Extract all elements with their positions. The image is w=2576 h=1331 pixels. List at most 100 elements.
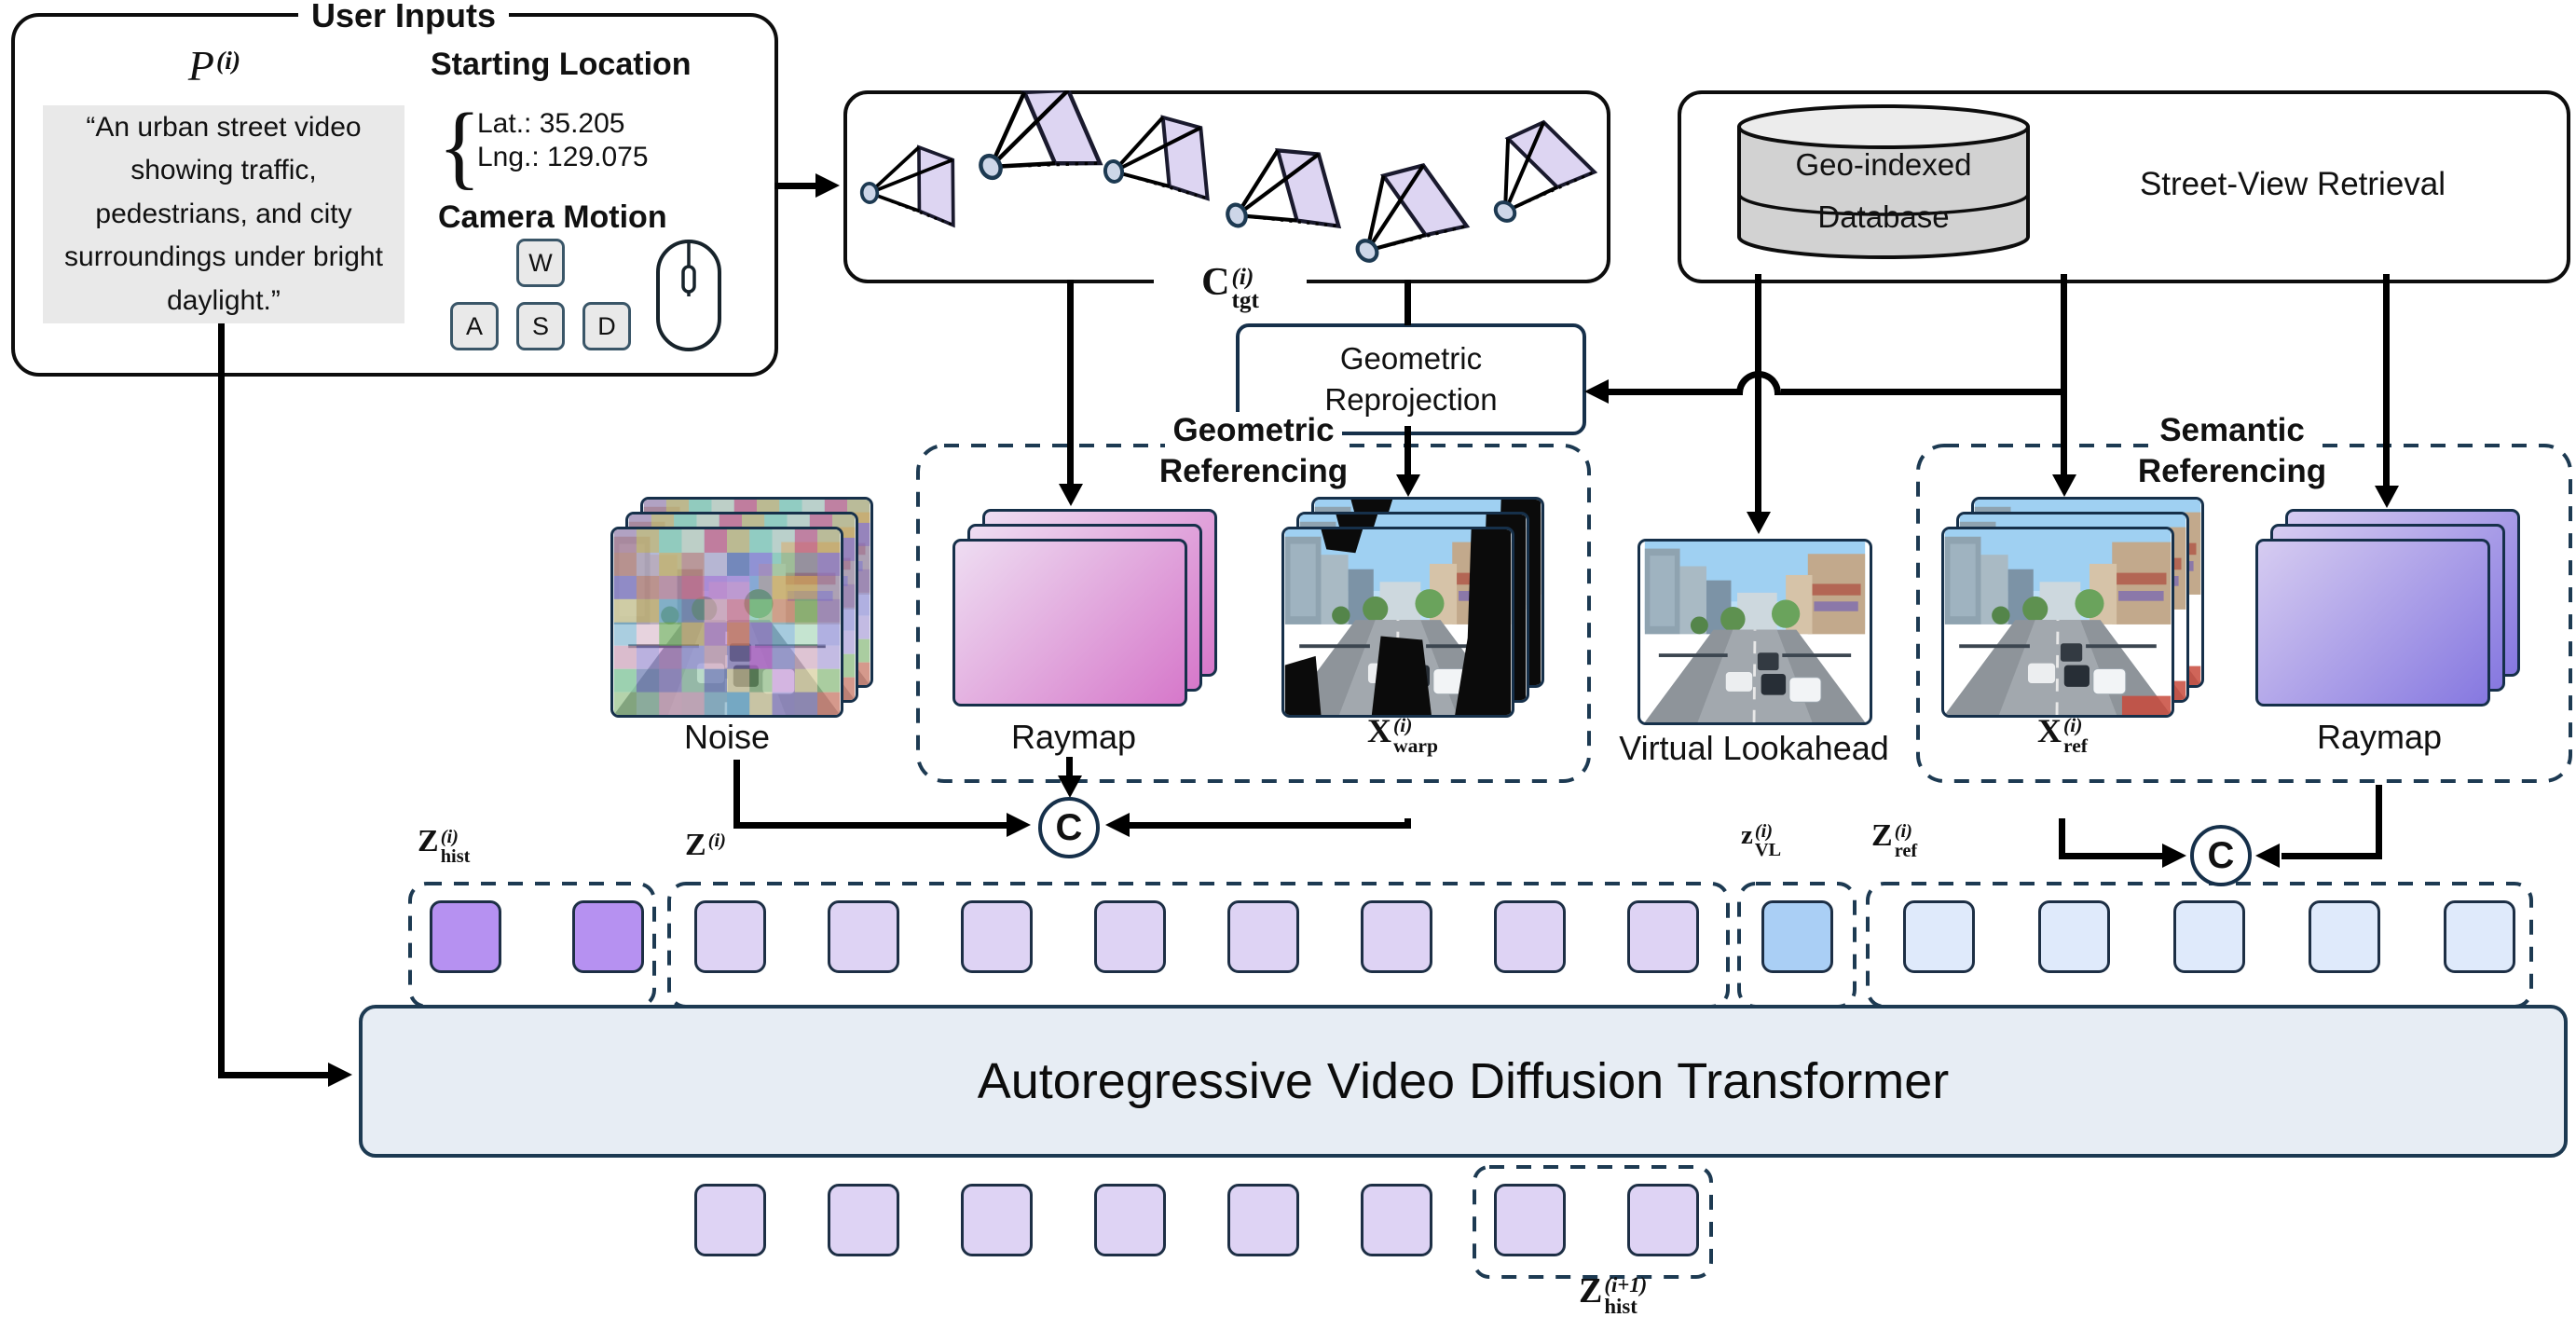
- line-reprojection-to-xwarp: [1404, 426, 1411, 476]
- latent-token: [1627, 900, 1699, 973]
- arrowhead: [1059, 484, 1083, 506]
- user-inputs-title: User Inputs: [298, 0, 510, 35]
- key-a: A: [450, 302, 499, 350]
- street-view-retrieval-title: Street-View Retrieval: [2139, 166, 2446, 202]
- noise-to-concat: [733, 822, 1008, 829]
- line-retrieval-to-raymap-sem: [2383, 274, 2390, 487]
- latent-token: [1361, 1184, 1432, 1256]
- key-w: W: [516, 239, 565, 287]
- arrowhead: [2162, 844, 2186, 868]
- z-ref-label: Z (i)ref: [1871, 818, 1918, 861]
- z-hist-label: Z (i)hist: [418, 824, 471, 867]
- latent-token: [694, 900, 766, 973]
- z-tokens: [694, 900, 1699, 973]
- xwarp-to-concat: [1130, 822, 1408, 829]
- latent-token: [2309, 900, 2380, 973]
- line-hop-arc: [1736, 371, 1781, 395]
- latent-token: [1761, 900, 1833, 973]
- noise-label: Noise: [683, 718, 771, 756]
- arrowhead: [2375, 486, 2399, 508]
- concat-node-geometric: C: [1038, 797, 1100, 858]
- camera-frustum: [959, 90, 1105, 213]
- arrowhead: [1105, 813, 1130, 837]
- line-retrieval-to-reprojection-left: [1609, 389, 1740, 395]
- latent-token: [1094, 900, 1166, 973]
- geometric-reprojection-line2: Reprojection: [1324, 382, 1498, 417]
- prompt-symbol: P (i): [187, 42, 241, 89]
- latent-token: [961, 900, 1033, 973]
- key-d: D: [582, 302, 631, 350]
- xref-stub: [2059, 818, 2065, 859]
- latent-token: [828, 900, 899, 973]
- xref-to-concat: [2059, 853, 2164, 859]
- latent-token: [2038, 900, 2110, 973]
- latent-token: [430, 900, 501, 973]
- arrowhead: [1058, 775, 1082, 798]
- arrowhead: [328, 1063, 352, 1087]
- z-vl-label: z (i)VL: [1741, 820, 1782, 861]
- x-warp-stack: [1281, 497, 1546, 724]
- x-ref-stack: [1941, 497, 2206, 724]
- arrowhead: [815, 173, 840, 198]
- latent-token: [1627, 1184, 1699, 1256]
- camera-frustum: [1463, 109, 1600, 248]
- database-label-line1: Geo-indexed: [1795, 147, 1972, 182]
- key-s: S: [516, 302, 565, 350]
- transformer-bar: Autoregressive Video Diffusion Transform…: [359, 1005, 2568, 1158]
- output-hist-label: Z (i+1)hist: [1579, 1271, 1648, 1319]
- brace-icon: {: [438, 93, 482, 199]
- camera-frustum: [1213, 138, 1344, 261]
- raymap-geometric-stack: [952, 509, 1217, 736]
- latent-token: [694, 1184, 766, 1256]
- latent-token: [2444, 900, 2515, 973]
- latent-token: [1094, 1184, 1166, 1256]
- camera-trajectory-box: [843, 90, 1610, 283]
- database-label-line2: Database: [1817, 199, 1950, 234]
- concat-node-semantic: C: [2190, 825, 2252, 886]
- z-vl-tokens: [1761, 900, 1833, 973]
- camera-motion-heading: Camera Motion: [438, 199, 667, 235]
- latent-token: [1494, 900, 1566, 973]
- output-tokens: [694, 1184, 1699, 1256]
- camera-frustums: [856, 90, 1600, 283]
- raymap-semantic-label: Raymap: [2316, 718, 2443, 756]
- z-label: Z (i): [685, 828, 726, 862]
- raymap-sem-stub: [2376, 785, 2382, 859]
- z-hist-tokens: [430, 900, 644, 973]
- latent-token: [572, 900, 644, 973]
- arrowhead: [1396, 474, 1420, 497]
- arrowhead: [2255, 844, 2280, 868]
- z-ref-tokens: [1903, 900, 2515, 973]
- latitude-value: Lat.: 35.205: [477, 108, 625, 139]
- arrow-userinputs-to-trajectory: [774, 183, 817, 189]
- virtual-lookahead-image: [1637, 539, 1872, 725]
- arrowhead: [1007, 813, 1031, 837]
- line-retrieval-to-xref: [2061, 274, 2067, 476]
- x-ref-label: X (i)ref: [2037, 712, 2088, 757]
- arrowhead: [2052, 474, 2076, 497]
- raymap-sem-to-concat: [2281, 853, 2379, 859]
- camera-frustum: [856, 143, 961, 235]
- latent-token: [961, 1184, 1033, 1256]
- output-hist-group-outline: [1473, 1165, 1713, 1279]
- noise-stub: [733, 760, 740, 829]
- z-hist-group-outline: [408, 882, 656, 1009]
- semantic-referencing-caption: Semantic Referencing: [2092, 410, 2372, 492]
- raymap-stub: [1066, 757, 1073, 777]
- x-warp-label: X (i)warp: [1367, 712, 1438, 757]
- prompt-line-horizontal: [218, 1072, 330, 1078]
- text-prompt-panel: “An urban street video showing traffic, …: [43, 105, 404, 323]
- raymap-semantic-stack: [2255, 509, 2520, 736]
- geometric-referencing-caption: Geometric Referencing: [1114, 410, 1393, 492]
- database-cylinder-icon: [1737, 104, 2030, 259]
- line-retrieval-to-reprojection-right: [1781, 389, 2064, 395]
- latent-token: [1227, 1184, 1299, 1256]
- latent-token: [1227, 900, 1299, 973]
- longitude-value: Lng.: 129.075: [477, 142, 649, 172]
- latent-token: [1903, 900, 1975, 973]
- mouse-icon: [656, 240, 721, 351]
- trajectory-label: C (i)tgt: [1154, 263, 1307, 312]
- latent-token: [1494, 1184, 1566, 1256]
- arrowhead: [1584, 379, 1609, 404]
